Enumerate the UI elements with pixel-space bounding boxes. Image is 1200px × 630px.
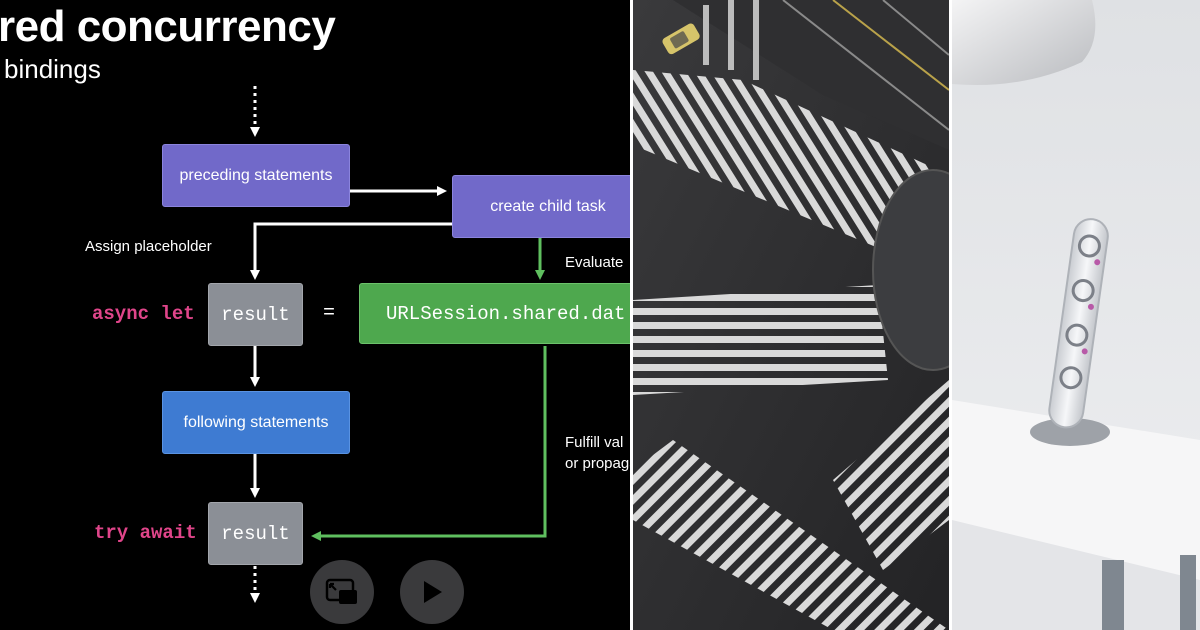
picture-in-picture-button[interactable]: [310, 560, 374, 624]
result-await-box: result: [208, 502, 303, 565]
equals-sign: =: [323, 302, 336, 325]
street-crossing-photo: [633, 0, 949, 630]
slide-subtitle: bindings: [4, 54, 101, 84]
fulfill-arrow: [311, 346, 547, 541]
following-statements-box: following statements: [162, 391, 350, 454]
result-placeholder-box: result: [208, 283, 303, 346]
evaluate-label: Evaluate: [565, 254, 624, 271]
play-icon: [424, 581, 442, 603]
video-slide[interactable]: red concurrency bindings: [0, 0, 630, 630]
slide-title: red concurrency: [0, 2, 336, 51]
fulfill-label-line2: or propaga: [565, 455, 630, 472]
play-button[interactable]: [400, 560, 464, 624]
divider-left: [630, 0, 633, 630]
try-await-keyword: try await: [94, 522, 197, 544]
fulfill-label-line1: Fulfill val: [565, 434, 624, 451]
placeholder-arrow: [250, 222, 452, 280]
crosswalk-illustration: [633, 0, 949, 630]
create-child-task-box: create child task: [452, 175, 630, 238]
picture-in-picture-icon: [325, 578, 357, 604]
product-photo: [952, 0, 1200, 630]
flow-arrows: [250, 86, 547, 603]
async-let-keyword: async let: [92, 303, 195, 325]
divider-right: [949, 0, 952, 630]
preceding-statements-box: preceding statements: [162, 144, 350, 207]
urlsession-box: URLSession.shared.dat: [359, 283, 630, 344]
product-illustration: [952, 0, 1200, 630]
assign-placeholder-label: Assign placeholder: [85, 238, 212, 255]
